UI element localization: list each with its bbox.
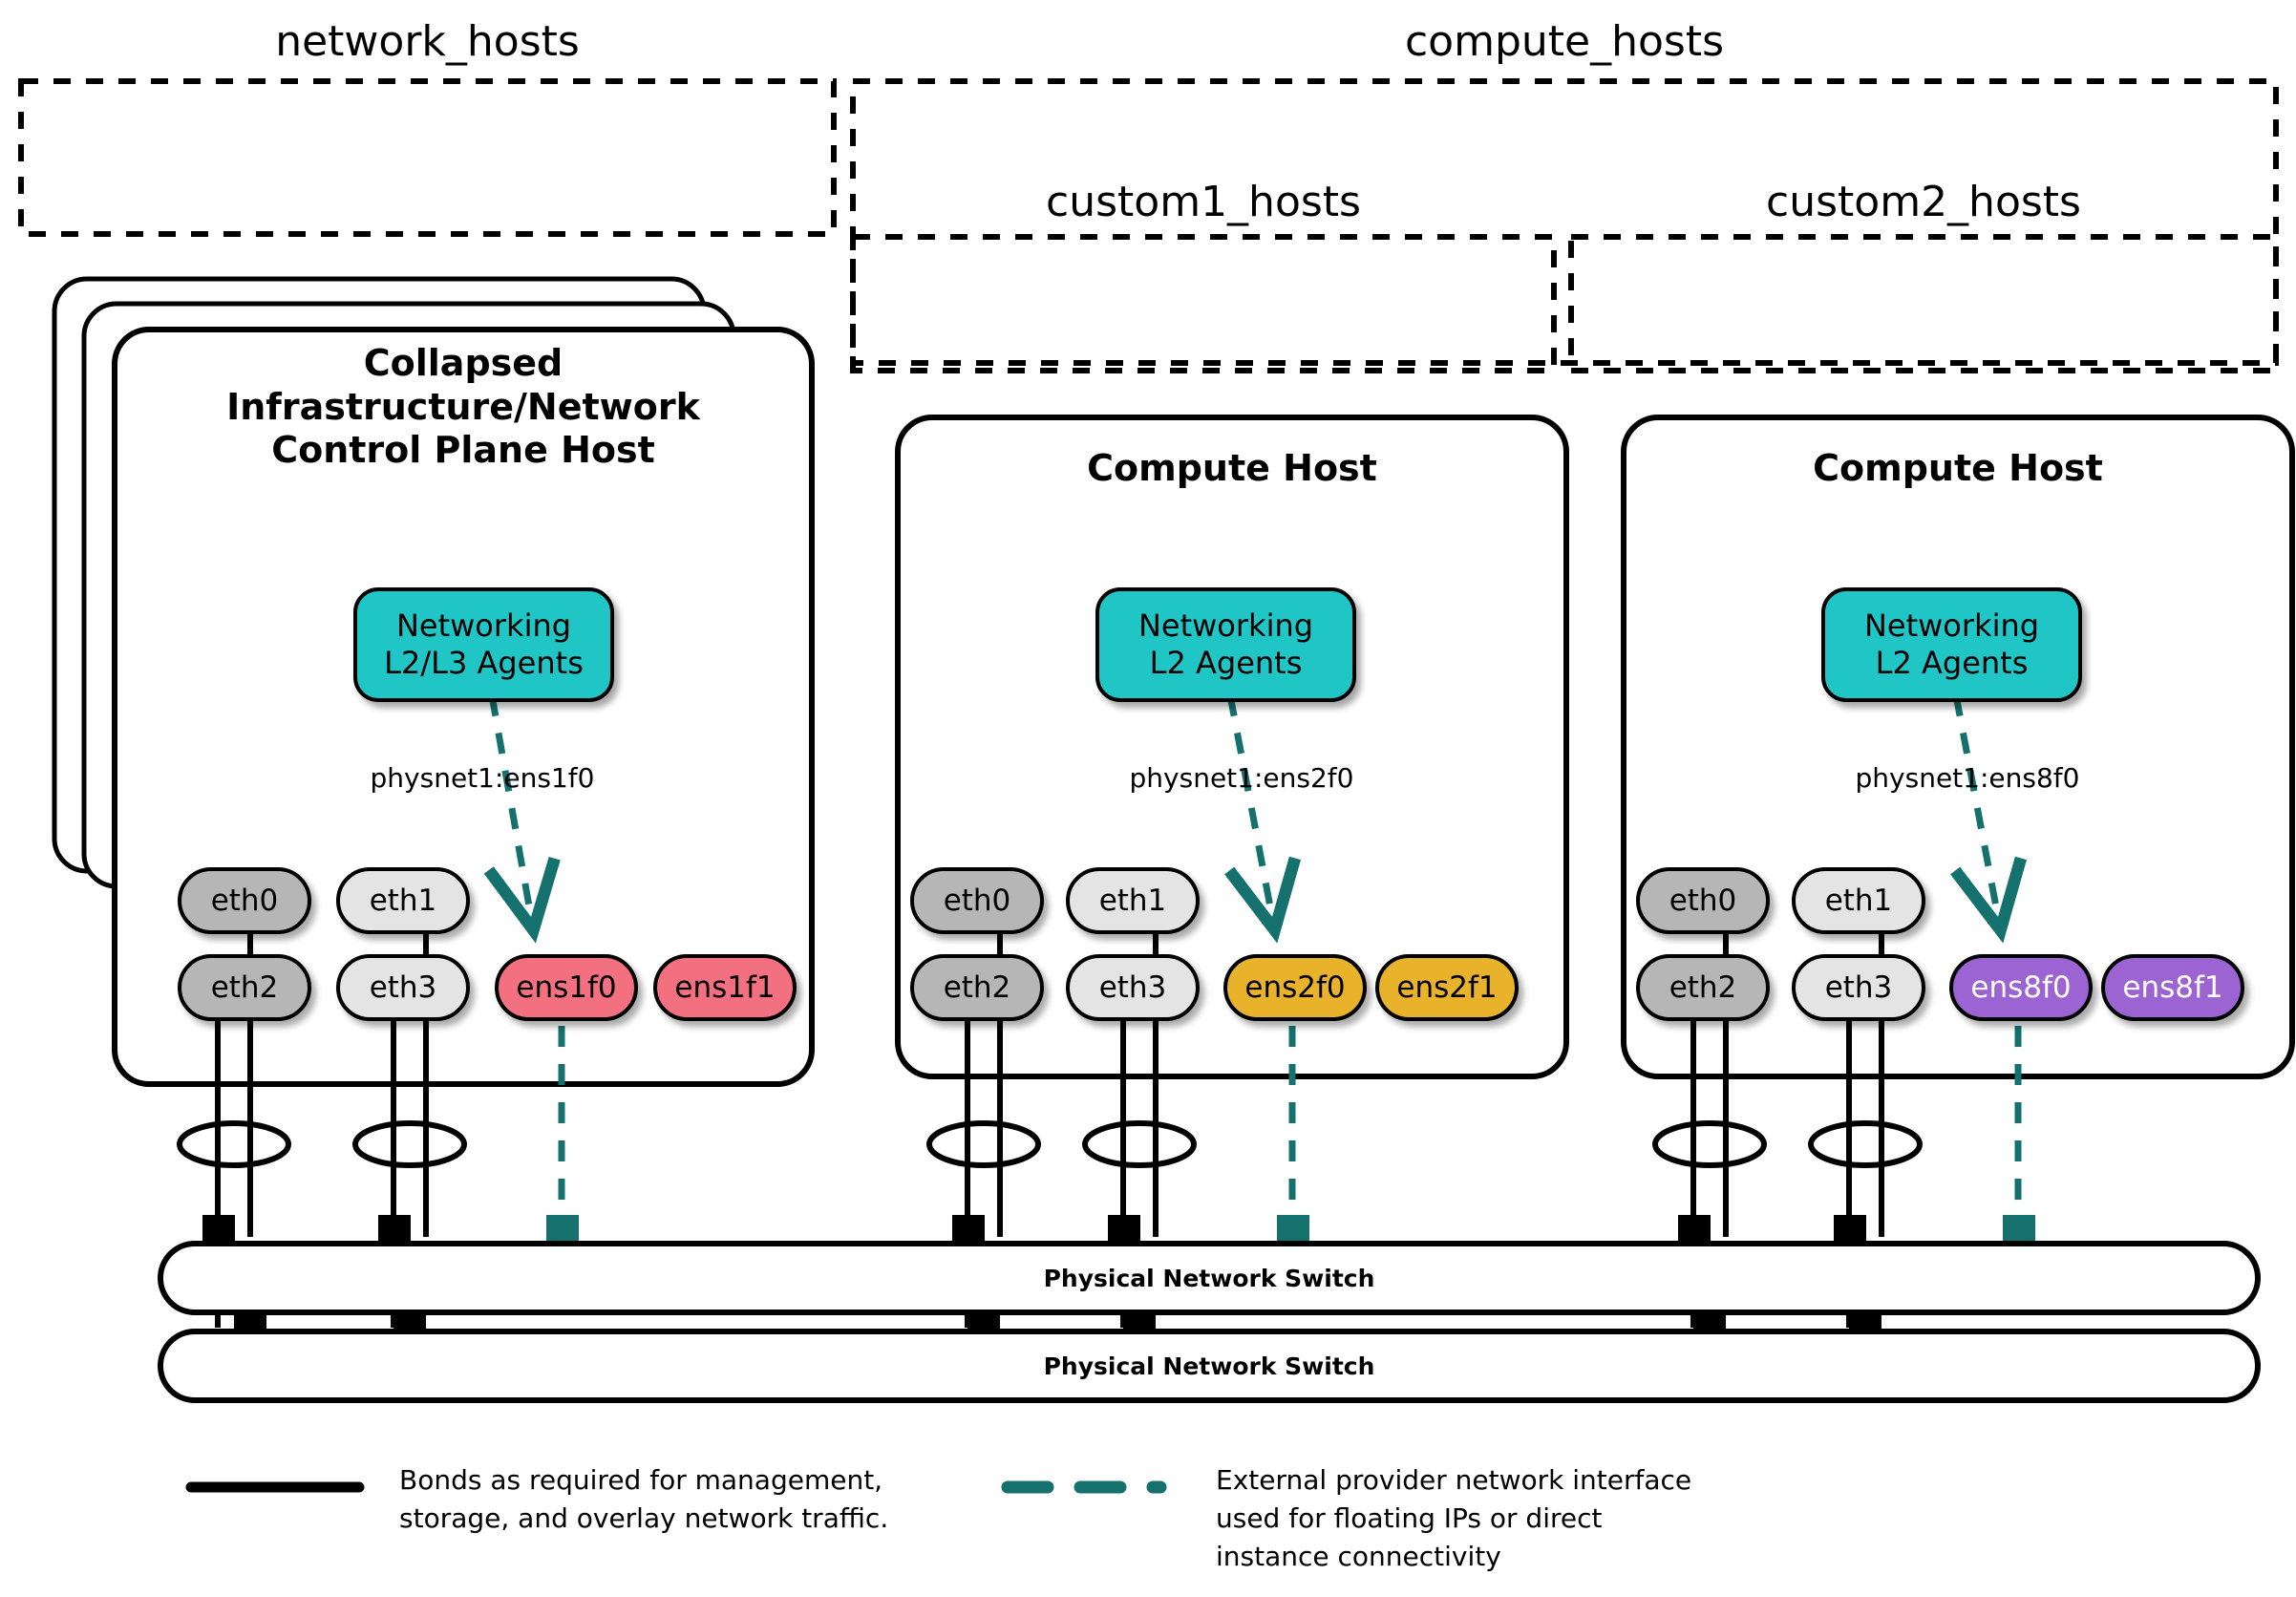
group-box-custom1-hosts [850, 234, 1557, 373]
provider-link-host-2 [1224, 694, 1302, 1234]
physnet-label-host-1: physnet1:ens1f0 [370, 762, 595, 794]
group-label-network-hosts: network_hosts [275, 17, 580, 66]
physnet-label-host-2: physnet1:ens2f0 [1129, 762, 1354, 794]
nic-eth0-host-3[interactable]: eth0 [1636, 867, 1770, 934]
nic-eth1-host-3[interactable]: eth1 [1792, 867, 1925, 934]
nic-eth2-host-1[interactable]: eth2 [178, 954, 311, 1021]
nic-ens8f0-host-3[interactable]: ens8f0 [1949, 954, 2093, 1021]
nic-eth0-host-2[interactable]: eth0 [910, 867, 1044, 934]
nic-ens1f1-host-1[interactable]: ens1f1 [653, 954, 797, 1021]
agent-box-l2l3: Networking L2/L3 Agents [353, 587, 614, 702]
nic-eth1-host-2[interactable]: eth1 [1066, 867, 1200, 934]
legend-text-bonds: Bonds as required for management, storag… [399, 1464, 889, 1534]
nic-eth2-host-3[interactable]: eth2 [1636, 954, 1770, 1021]
nic-eth3-host-2[interactable]: eth3 [1066, 954, 1200, 1021]
group-label-compute-hosts: compute_hosts [1404, 17, 1725, 66]
group-box-custom2-hosts [1568, 234, 2279, 373]
nic-eth0-host-1[interactable]: eth0 [178, 867, 311, 934]
nic-eth2-host-2[interactable]: eth2 [910, 954, 1044, 1021]
legend-text-provider: External provider network interface used… [1216, 1464, 1692, 1572]
host-card-compute-2 [1621, 415, 2295, 1079]
group-label-custom1-hosts: custom1_hosts [1046, 178, 1361, 226]
host-title-compute-1: Compute Host [1087, 447, 1377, 489]
provider-link-host-3 [1950, 694, 2028, 1234]
nic-eth1-host-1[interactable]: eth1 [336, 867, 470, 934]
nic-eth3-host-1[interactable]: eth3 [336, 954, 470, 1021]
group-box-network-hosts [18, 78, 837, 237]
nic-eth3-host-3[interactable]: eth3 [1792, 954, 1925, 1021]
nic-ens8f1-host-3[interactable]: ens8f1 [2101, 954, 2244, 1021]
host-card-compute-1 [895, 415, 1569, 1079]
physical-network-switch-bottom[interactable]: Physical Network Switch [158, 1329, 2261, 1403]
nic-ens2f1-host-2[interactable]: ens2f1 [1375, 954, 1519, 1021]
nic-ens1f0-host-1[interactable]: ens1f0 [495, 954, 638, 1021]
group-label-custom2-hosts: custom2_hosts [1766, 178, 2081, 226]
host-title-control-plane: Collapsed Infrastructure/Network Control… [226, 342, 700, 472]
agent-box-l2-host-2: Networking L2 Agents [1095, 587, 1356, 702]
nic-ens2f0-host-2[interactable]: ens2f0 [1223, 954, 1367, 1021]
agent-box-l2-host-3: Networking L2 Agents [1821, 587, 2082, 702]
physnet-label-host-3: physnet1:ens8f0 [1855, 762, 2080, 794]
host-title-compute-2: Compute Host [1813, 447, 2103, 489]
physical-network-switch-top[interactable]: Physical Network Switch [158, 1241, 2261, 1315]
provider-link-host-1 [483, 694, 565, 1234]
group-box-compute-hosts [850, 78, 2279, 366]
